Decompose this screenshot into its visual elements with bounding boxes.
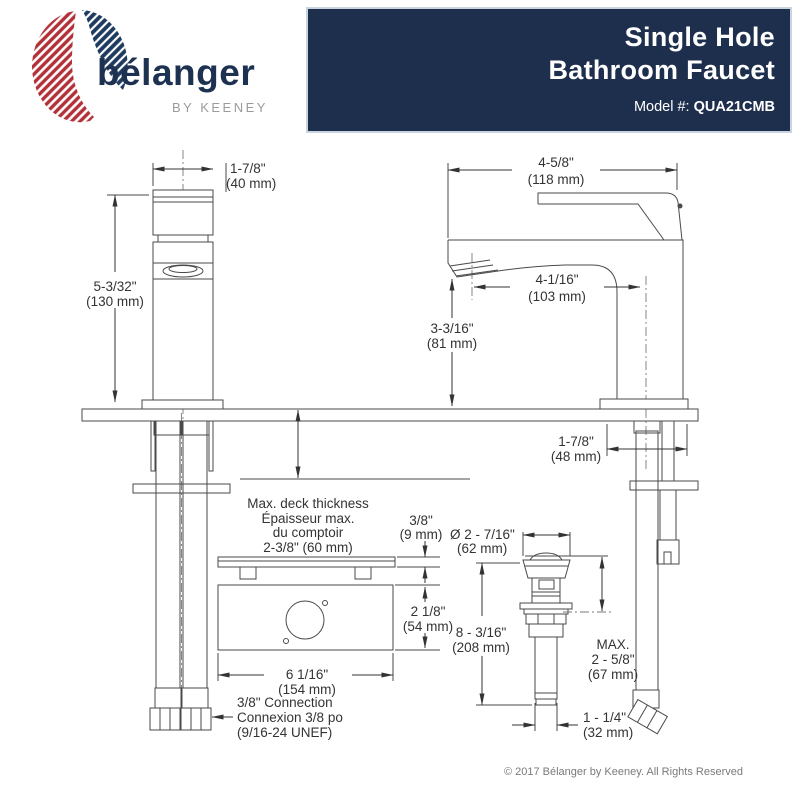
connection-label-3: (9/16-24 UNEF) bbox=[237, 725, 332, 740]
drain-height-in: 8 - 3/16" bbox=[456, 625, 507, 640]
plate-depth-mm: (54 mm) bbox=[403, 619, 453, 634]
title-banner: Single Hole Bathroom Faucet Model #: QUA… bbox=[306, 7, 792, 133]
deck-thickness-label-1: Max. deck thickness bbox=[247, 496, 369, 511]
brand-subtitle: BY KEENEY bbox=[172, 100, 268, 115]
product-title-line2: Bathroom Faucet bbox=[548, 55, 775, 85]
spout-height-in: 3-3/16" bbox=[430, 321, 473, 336]
connection-callout: 3/8" Connection Connexion 3/8 po (9/16-2… bbox=[211, 695, 343, 740]
model-label: Model #: bbox=[633, 99, 694, 115]
dim-side-width: 4-5/8" (118 mm) bbox=[447, 155, 678, 238]
supply-hose-and-rod-right bbox=[627, 409, 699, 735]
dim-tailpiece: 1 - 1/4" (32 mm) bbox=[512, 703, 633, 740]
drain-max-label: MAX. bbox=[596, 637, 629, 652]
front-width-mm: (40 mm) bbox=[226, 176, 276, 191]
dim-plate-depth: 2 1/8" (54 mm) bbox=[395, 584, 453, 651]
dim-front-width: 1-7/8" (40 mm) bbox=[152, 161, 276, 192]
side-width-in: 4-5/8" bbox=[538, 155, 574, 170]
deck-thickness-dimension: Max. deck thickness Épaisseur max. du co… bbox=[240, 409, 470, 555]
model-value: QUA21CMB bbox=[693, 99, 775, 115]
drain-height-mm: (208 mm) bbox=[452, 640, 510, 655]
dim-spout-reach: 4-1/16" (103 mm) bbox=[473, 272, 641, 304]
plate-length-in: 6 1/16" bbox=[286, 667, 329, 682]
plate-thickness-in: 3/8" bbox=[409, 513, 433, 528]
front-height-mm: (130 mm) bbox=[86, 294, 144, 309]
dim-front-height: 5-3/32" (130 mm) bbox=[86, 194, 149, 403]
drain-diameter-mm: (62 mm) bbox=[457, 541, 507, 556]
belanger-logo-icon bbox=[31, 10, 128, 123]
dim-drain-diameter: Ø 2 - 7/16" (62 mm) bbox=[450, 527, 571, 556]
base-plate-top-view bbox=[217, 584, 394, 651]
dim-plate-thickness: 3/8" (9 mm) bbox=[397, 513, 442, 583]
deck-thickness-label-2: Épaisseur max. bbox=[261, 511, 354, 526]
front-height-in: 5-3/32" bbox=[93, 279, 136, 294]
spout-reach-in: 4-1/16" bbox=[535, 272, 578, 287]
deck-thickness-label-4: 2-3/8" (60 mm) bbox=[263, 540, 353, 555]
hose-nut-left bbox=[149, 707, 181, 731]
base-plate-side-view bbox=[217, 556, 396, 580]
plate-length-mm: (154 mm) bbox=[278, 682, 336, 697]
side-width-mm: (118 mm) bbox=[528, 172, 585, 187]
tailpiece-mm: (32 mm) bbox=[583, 725, 633, 740]
spout-reach-mm: (103 mm) bbox=[528, 289, 586, 304]
tailpiece-in: 1 - 1/4" bbox=[583, 710, 626, 725]
plate-thickness-mm: (9 mm) bbox=[400, 527, 443, 542]
drain-max-mm: (67 mm) bbox=[588, 667, 638, 682]
connection-label-1: 3/8" Connection bbox=[237, 695, 333, 710]
front-width-in: 1-7/8" bbox=[230, 161, 266, 176]
drain-diameter-in: Ø 2 - 7/16" bbox=[450, 527, 515, 542]
brand-logo: bélanger BY KEENEY bbox=[0, 0, 300, 140]
connection-label-2: Connexion 3/8 po bbox=[237, 710, 343, 725]
spout-height-mm: (81 mm) bbox=[427, 336, 477, 351]
copyright-notice: © 2017 Bélanger by Keeney. All Rights Re… bbox=[503, 766, 743, 778]
clearance-in: 1-7/8" bbox=[558, 434, 594, 449]
dim-drain-max-deck: MAX. 2 - 5/8" (67 mm) bbox=[525, 555, 638, 682]
countertop bbox=[81, 408, 699, 422]
deck-thickness-label-3: du comptoir bbox=[273, 525, 344, 540]
brand-name: bélanger bbox=[97, 52, 256, 93]
dim-drain-height: 8 - 3/16" (208 mm) bbox=[452, 562, 532, 706]
dim-plate-length: 6 1/16" (154 mm) bbox=[217, 653, 394, 697]
model-number: Model #: QUA21CMB bbox=[308, 99, 775, 115]
faucet-front-view bbox=[141, 150, 224, 420]
faucet-side-view bbox=[447, 192, 689, 412]
plate-depth-in: 2 1/8" bbox=[411, 604, 446, 619]
hose-nut-bottom-right bbox=[627, 698, 669, 735]
product-title-line1: Single Hole bbox=[624, 22, 775, 52]
hose-nut-right bbox=[180, 707, 212, 731]
dim-spout-height: 3-3/16" (81 mm) bbox=[427, 278, 477, 407]
clearance-mm: (48 mm) bbox=[551, 449, 601, 464]
drain-assembly bbox=[519, 552, 573, 706]
dim-clearance: 1-7/8" (48 mm) bbox=[551, 424, 688, 464]
drain-max-in: 2 - 5/8" bbox=[591, 652, 634, 667]
supply-hoses-left bbox=[132, 413, 231, 731]
